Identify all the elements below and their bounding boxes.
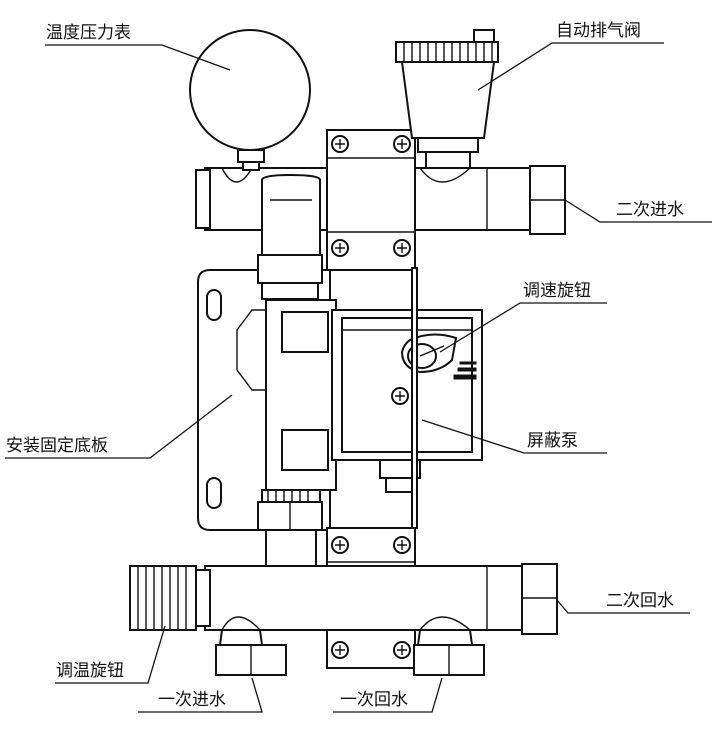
shielded-pump [257, 299, 483, 567]
label-temp-knob: 调温旋钮 [56, 661, 124, 681]
air-vent [395, 29, 499, 169]
label-mounting-plate: 安装固定底板 [6, 436, 108, 456]
label-primary-return: 一次回水 [340, 690, 408, 710]
label-secondary-inlet: 二次进水 [616, 200, 684, 220]
label-secondary-return: 二次回水 [606, 591, 674, 611]
upper-bracket [326, 129, 416, 271]
label-air-vent: 自动排气阀 [556, 21, 641, 41]
vertical-pipe-upper [257, 173, 323, 300]
primary-inlet-fitting [215, 629, 287, 676]
label-shielded-pump: 屏蔽泵 [527, 431, 578, 451]
label-speed-knob: 调速旋钮 [523, 281, 591, 301]
label-gauge: 温度压力表 [46, 23, 131, 43]
gauge [189, 29, 311, 171]
leader-lines [5, 42, 712, 713]
speed-indicator-marks [453, 361, 477, 380]
label-primary-inlet: 一次进水 [158, 690, 226, 710]
lower-manifold [129, 563, 558, 635]
primary-return-fitting [413, 629, 485, 676]
